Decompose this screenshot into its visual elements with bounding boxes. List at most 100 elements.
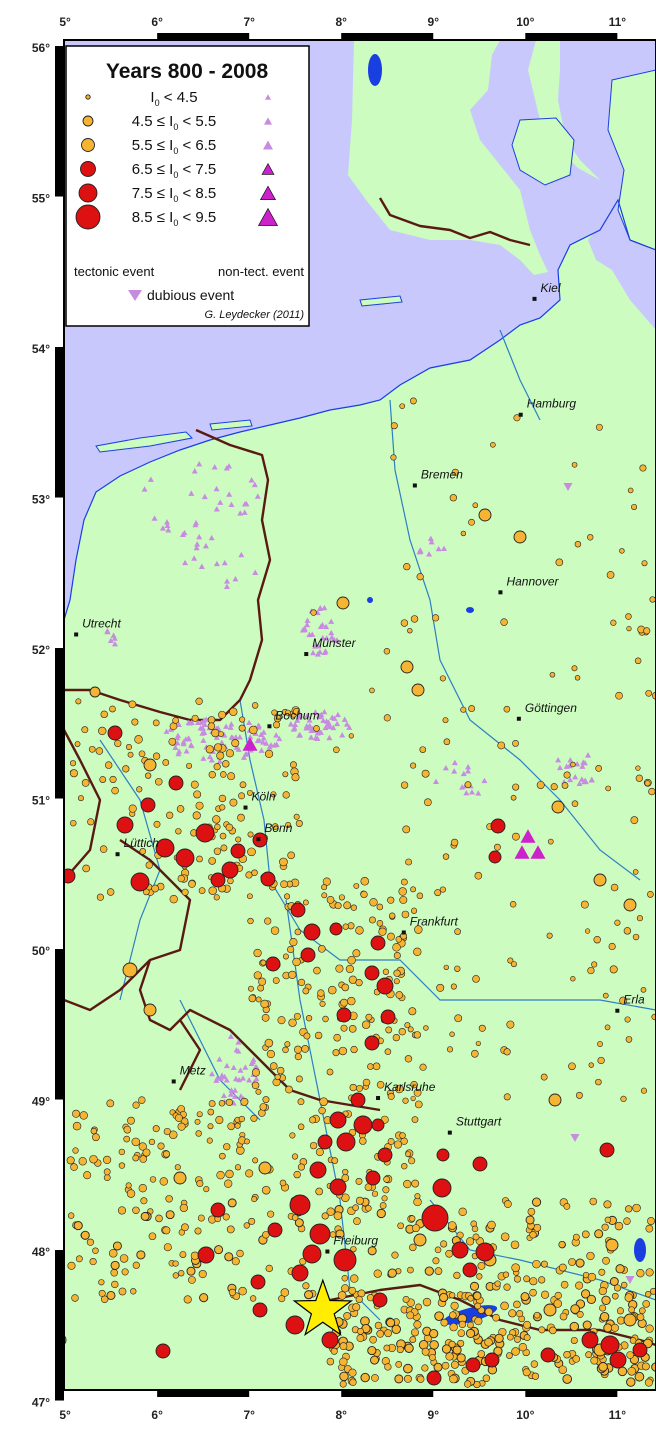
tectonic-event — [236, 1146, 245, 1155]
non-tectonic-event — [579, 763, 586, 769]
tectonic-event — [152, 752, 161, 760]
tectonic-event — [66, 1156, 75, 1165]
tectonic-event — [587, 1272, 597, 1282]
tectonic-event — [333, 1033, 341, 1042]
tectonic-event — [449, 1031, 455, 1037]
tectonic-event — [508, 1309, 517, 1318]
non-tectonic-event — [321, 604, 328, 611]
tectonic-event — [644, 780, 651, 787]
lon-label-bottom: 10° — [516, 1408, 534, 1422]
non-tectonic-event — [223, 1077, 230, 1083]
tectonic-event — [390, 422, 398, 430]
tectonic-event — [181, 888, 189, 896]
tectonic-event — [118, 1287, 127, 1296]
tectonic-event — [197, 1214, 205, 1222]
tectonic-event — [300, 947, 316, 963]
tectonic-event — [128, 804, 137, 813]
tectonic-event — [550, 783, 558, 791]
tectonic-event — [603, 1323, 613, 1333]
tectonic-event — [560, 1280, 569, 1289]
tectonic-event — [82, 864, 91, 873]
tectonic-event — [177, 874, 185, 883]
tectonic-event — [70, 819, 77, 827]
non-tectonic-event — [174, 739, 181, 746]
tectonic-event — [345, 964, 355, 974]
tectonic-event — [383, 1175, 391, 1183]
non-tectonic-event — [258, 731, 265, 737]
tectonic-event — [623, 898, 637, 912]
lat-label: 53° — [32, 493, 50, 507]
tectonic-event — [270, 926, 280, 935]
city-label-koeln: Köln — [252, 790, 276, 804]
city-marker-kiel — [532, 296, 537, 301]
non-tectonic-event — [253, 1075, 260, 1082]
tectonic-event — [474, 871, 483, 880]
non-tectonic-event — [290, 726, 297, 732]
tectonic-event — [603, 1200, 612, 1209]
tectonic-event — [99, 845, 108, 853]
tectonic-event — [178, 1270, 185, 1277]
tectonic-event — [581, 1230, 590, 1239]
tectonic-event — [284, 1041, 291, 1048]
tectonic-event — [109, 775, 117, 783]
tectonic-event — [214, 1245, 224, 1255]
tectonic-event — [561, 782, 569, 789]
tectonic-event — [503, 1283, 511, 1291]
tectonic-event — [96, 893, 105, 901]
tectonic-event — [121, 1268, 129, 1276]
non-tectonic-event — [182, 559, 189, 566]
tectonic-event — [294, 1053, 302, 1061]
non-tectonic-event — [182, 736, 189, 742]
tectonic-event — [313, 966, 321, 975]
tectonic-event — [266, 1049, 276, 1059]
tectonic-event — [647, 1217, 655, 1225]
tectonic-event — [636, 1269, 645, 1278]
tectonic-event — [302, 1244, 322, 1264]
tectonic-event — [350, 1045, 358, 1054]
tectonic-event — [321, 884, 328, 891]
tectonic-event — [223, 1143, 231, 1151]
tectonic-event — [238, 724, 246, 732]
tectonic-event — [168, 1130, 178, 1140]
tectonic-event — [377, 1147, 393, 1163]
tectonic-event — [188, 880, 196, 888]
tectonic-event — [356, 1334, 365, 1343]
non-tectonic-event — [328, 629, 335, 636]
non-tectonic-event — [260, 739, 267, 745]
non-tectonic-event — [312, 709, 319, 716]
tectonic-event — [634, 657, 642, 665]
non-tectonic-event — [226, 491, 233, 497]
tectonic-event — [393, 1140, 403, 1149]
tectonic-event — [482, 1374, 491, 1382]
tectonic-event — [236, 1249, 244, 1258]
tectonic-event — [287, 945, 295, 954]
tectonic-event — [616, 1307, 625, 1315]
tectonic-event — [246, 789, 253, 796]
tectonic-event — [568, 1258, 576, 1266]
tectonic-event — [634, 1371, 645, 1382]
tectonic-event — [67, 1212, 75, 1219]
tectonic-event — [222, 1213, 230, 1221]
tectonic-event — [436, 983, 445, 992]
tectonic-event — [510, 961, 517, 968]
tectonic-event — [487, 1220, 496, 1230]
tectonic-event — [271, 709, 278, 716]
city-marker-bochum — [267, 724, 272, 729]
non-tectonic-event — [304, 617, 311, 623]
tectonic-event — [208, 771, 216, 779]
tectonic-event — [441, 1344, 452, 1354]
tectonic-event — [130, 1288, 137, 1295]
tectonic-event — [127, 751, 134, 758]
non-tectonic-event — [294, 717, 301, 723]
tectonic-event — [625, 1205, 633, 1213]
non-tectonic-event — [555, 756, 562, 763]
tectonic-event — [513, 1335, 521, 1343]
tectonic-event — [367, 1063, 374, 1070]
non-tectonic-event — [214, 1075, 221, 1081]
tectonic-event — [290, 761, 297, 769]
tectonic-event — [264, 917, 272, 925]
tectonic-event — [575, 1281, 584, 1290]
tectonic-event — [239, 781, 247, 789]
tectonic-event — [458, 1207, 467, 1217]
tectonic-event — [614, 919, 621, 926]
